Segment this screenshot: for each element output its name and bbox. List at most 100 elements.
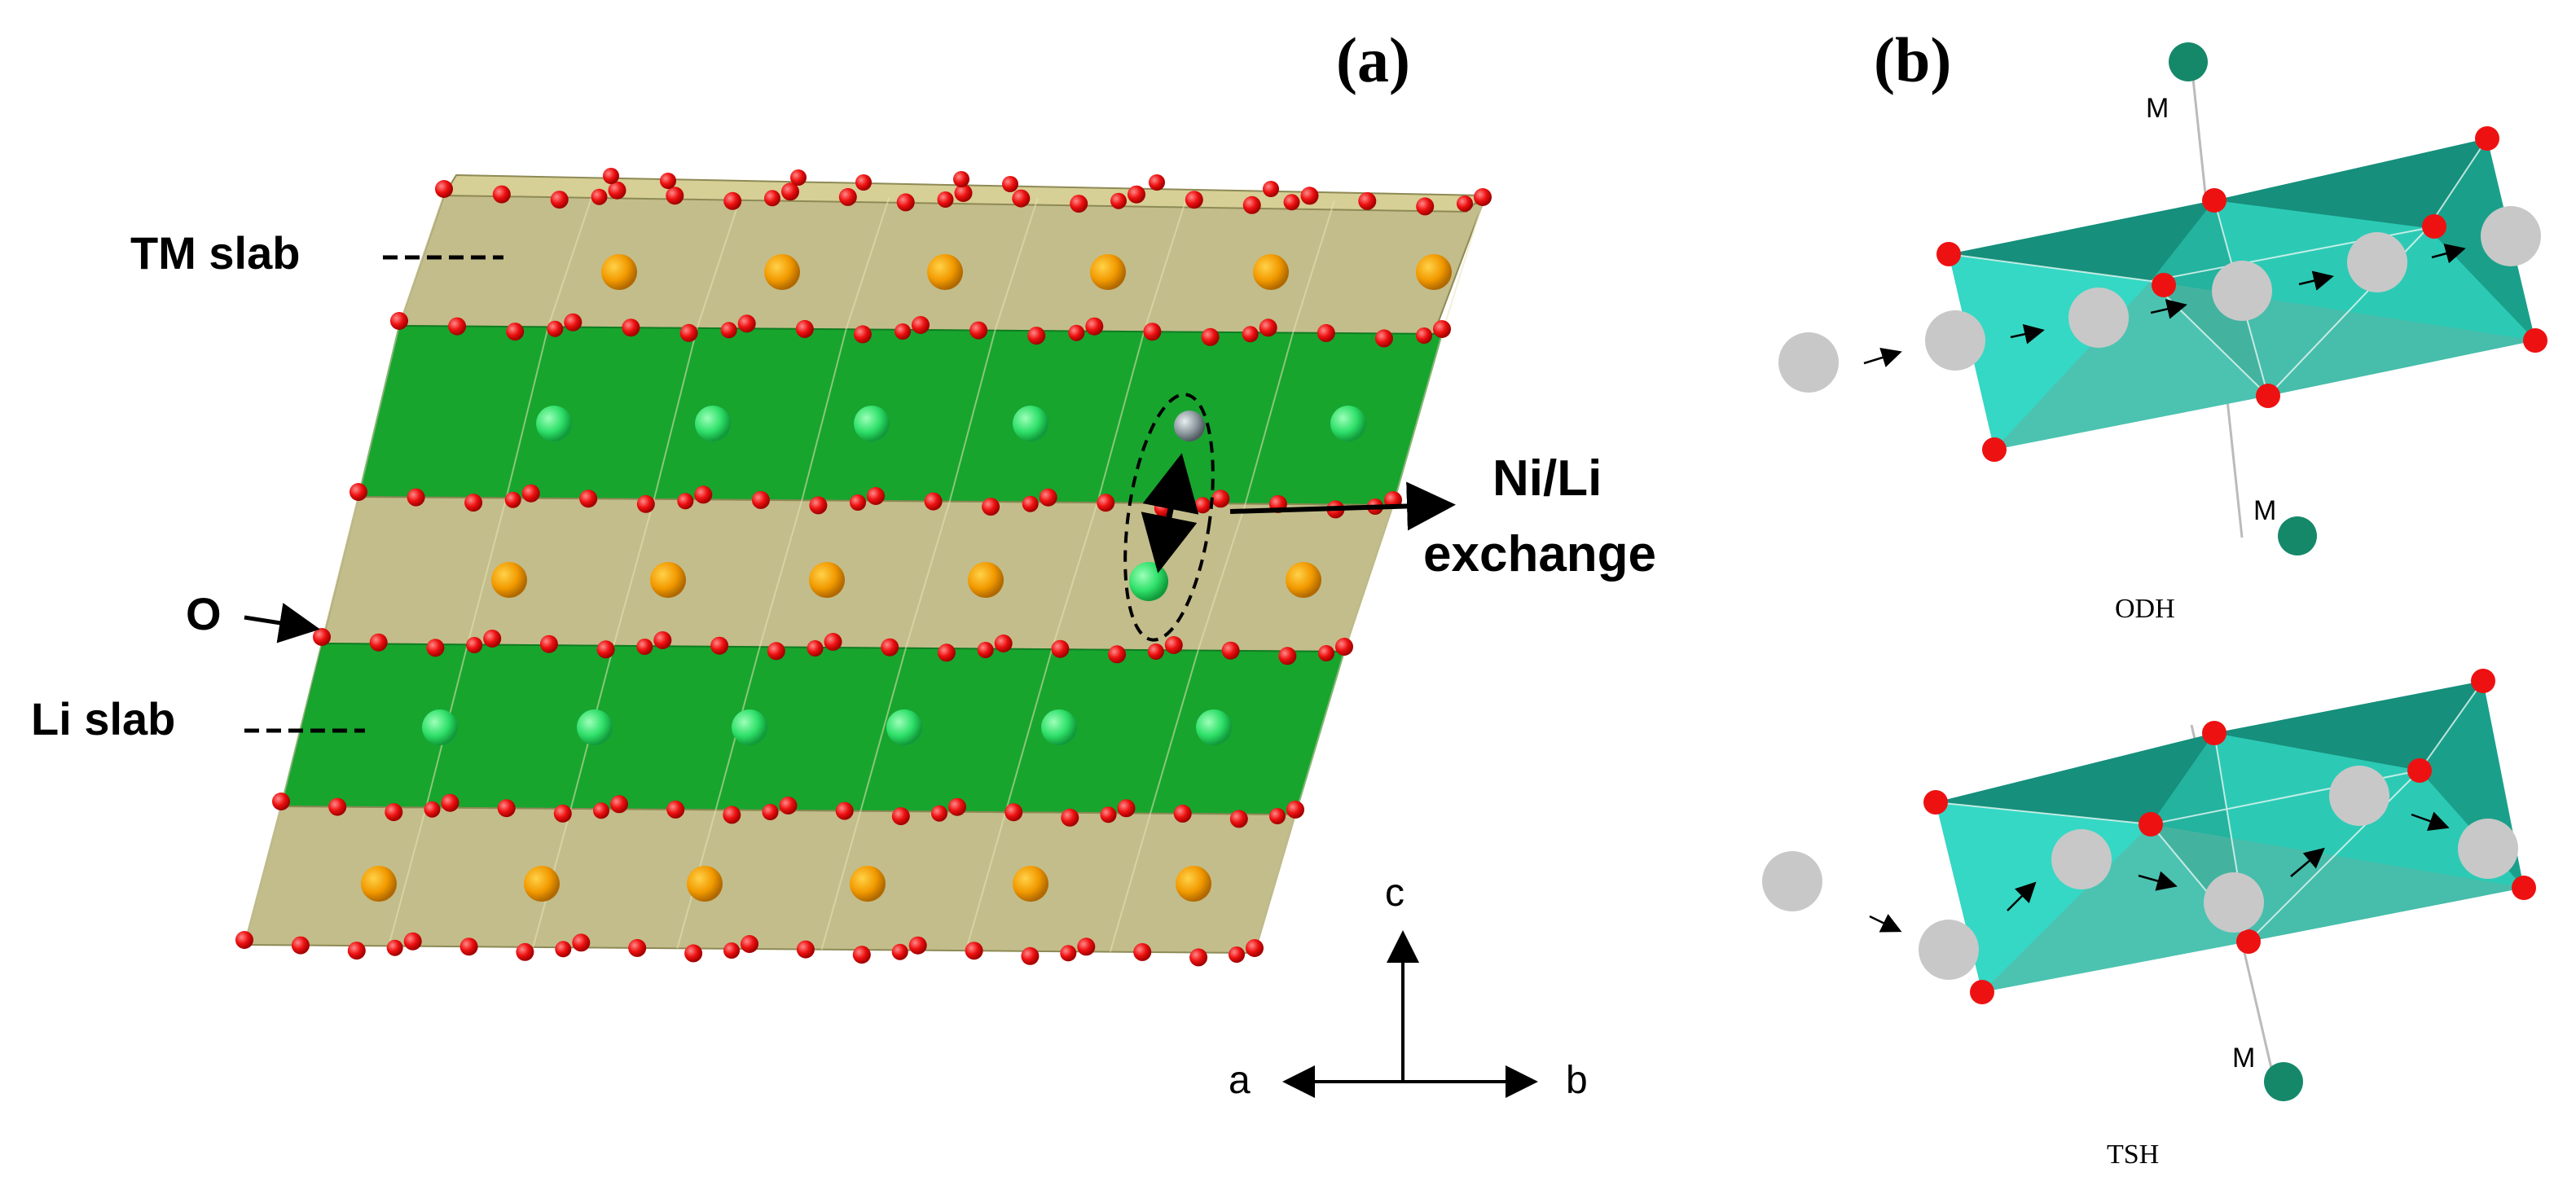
octahedron-edge xyxy=(1150,650,1199,814)
oxygen-atom xyxy=(977,642,994,658)
octahedron-edge xyxy=(801,329,847,501)
oxygen-atom xyxy=(937,643,956,662)
tsh-oxygen-atom xyxy=(2236,929,2261,954)
oxygen-atom xyxy=(596,640,615,659)
oxygen-atom xyxy=(1060,945,1077,962)
odh-oxygen-atom xyxy=(2256,384,2280,408)
oxygen-atom xyxy=(1004,803,1023,822)
oxygen-atom xyxy=(779,797,798,815)
oxygen-atom xyxy=(1318,645,1334,661)
octahedron-edge xyxy=(965,811,1007,951)
octahedron-edge xyxy=(845,196,890,330)
tm-atom xyxy=(687,866,723,902)
tsh-vacancy-site xyxy=(2329,766,2389,826)
oxygen-atom xyxy=(386,939,403,956)
tsh-oxygen-atom xyxy=(1923,790,1948,815)
oxygen-atom xyxy=(737,314,756,333)
li-atom xyxy=(854,406,890,441)
oxygen-atom xyxy=(1110,192,1127,209)
oxygen-atom xyxy=(751,490,770,509)
tm-atom xyxy=(361,866,397,902)
tsh-atoms xyxy=(1762,669,2536,1004)
odh-hop-arrow xyxy=(2010,324,2045,345)
oxygen-atom xyxy=(441,793,459,812)
panel-a-crystal xyxy=(235,168,1492,967)
oxygen-atom xyxy=(448,317,467,336)
tm-atom xyxy=(1253,254,1289,290)
oxygen-atom xyxy=(553,804,572,823)
oxygen-atom xyxy=(965,942,983,960)
tsh-oxygen-atom xyxy=(1970,980,1994,1004)
oxygen-atom xyxy=(603,168,619,184)
oxygen-atom xyxy=(1077,938,1096,956)
oxygen-atom xyxy=(741,935,758,953)
oxygen-atom xyxy=(349,483,367,501)
oxygen-atom xyxy=(867,487,885,505)
octahedron-edge xyxy=(398,193,445,327)
oxygen-atom xyxy=(937,191,954,208)
b-axis-label: b xyxy=(1566,1059,1588,1102)
oxygen-atom xyxy=(464,494,483,512)
octahedron-edge xyxy=(696,195,742,329)
odh-oxygen-atom xyxy=(2152,273,2176,297)
oxygen-atom xyxy=(1194,497,1211,514)
oxygen-atom xyxy=(504,491,521,508)
oxygen-atom xyxy=(579,490,598,508)
oxygen-atom xyxy=(1300,187,1319,205)
oxygen-atom xyxy=(969,321,988,340)
tm-atom xyxy=(601,254,637,290)
li-slab-label: Li slab xyxy=(31,693,175,744)
oxygen-atom xyxy=(1211,490,1230,508)
oxygen-atom xyxy=(390,312,408,330)
oxygen-atom xyxy=(1374,329,1393,348)
oxygen-atom xyxy=(824,633,842,651)
oxygen-atom xyxy=(1201,327,1220,346)
oxygen-atom xyxy=(908,936,927,955)
oxygen-atom xyxy=(1286,801,1304,819)
tsh-hop-arrow xyxy=(2007,881,2037,911)
oxygen-atom xyxy=(948,797,966,816)
odh-lower-face xyxy=(1994,281,2535,450)
octahedron-edge xyxy=(1197,503,1246,651)
oxygen-atom xyxy=(931,805,947,822)
octahedron-edge xyxy=(1295,651,1345,815)
oxygen-label: O xyxy=(186,588,222,639)
oxygen-atom xyxy=(953,171,969,187)
octahedron-edge xyxy=(948,330,996,502)
tsh-vacancy-site xyxy=(2051,829,2112,889)
oxygen-atom xyxy=(564,313,582,332)
panel-a-labels: (a) TM slab O Li slab Ni/Li exchange xyxy=(31,24,1656,744)
oxygen-atom xyxy=(677,493,694,510)
tsh-oxygen-atom xyxy=(2202,721,2227,745)
octahedron-edge xyxy=(388,807,427,946)
octahedron-edge xyxy=(1441,201,1484,335)
tsh-metal-bottom xyxy=(2264,1062,2303,1101)
oxygen-atom xyxy=(1133,942,1152,961)
oxygen-atom xyxy=(610,795,628,814)
odh-hop-arrow xyxy=(2431,244,2466,264)
oxygen-atom xyxy=(850,494,866,511)
odh-vacancy-site xyxy=(2347,232,2407,292)
tm-slab-label: TM slab xyxy=(130,227,300,279)
odh-oxygen-atom xyxy=(2422,214,2446,239)
octahedron-edge xyxy=(505,327,549,498)
octahedron-edge xyxy=(1244,332,1295,504)
tsh-caption: TSH xyxy=(2107,1140,2159,1170)
tm-atom xyxy=(927,254,963,290)
exchange-label-line1: Ni/Li xyxy=(1492,450,1602,507)
octahedron-edge xyxy=(1254,814,1296,954)
octahedron-edge xyxy=(321,496,359,643)
oxygen-atom xyxy=(835,801,854,820)
octahedron-edge xyxy=(1143,199,1187,332)
oxygen-atom xyxy=(807,640,824,656)
oxygen-atom xyxy=(852,946,871,964)
odh-oxygen-atom xyxy=(2475,126,2499,151)
oxygen-atom xyxy=(1221,641,1240,660)
oxygen-atom xyxy=(547,320,564,337)
octahedron-edge xyxy=(653,327,698,500)
oxygen-atom xyxy=(1358,191,1377,210)
oxygen-atom xyxy=(369,633,388,652)
oxygen-atom xyxy=(347,942,366,960)
tsh-vacancy-site xyxy=(1919,920,1979,980)
oxygen-atom xyxy=(1269,808,1286,824)
